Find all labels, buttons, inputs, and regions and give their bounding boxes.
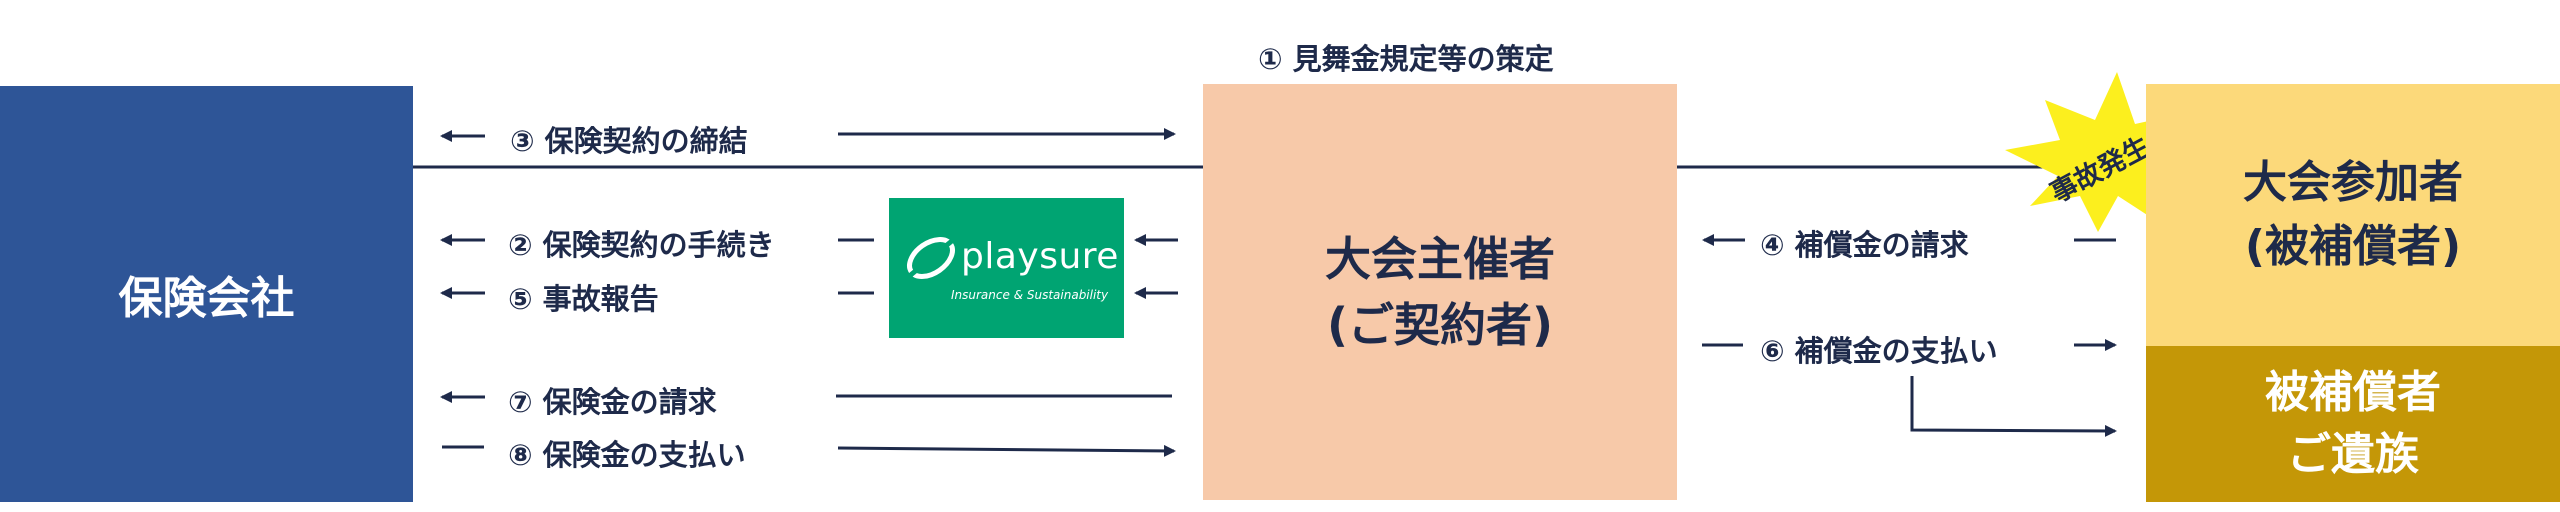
step-1-label: ① 見舞金規定等の策定 — [1258, 42, 1554, 76]
family-label: 被補償者 — [2265, 367, 2441, 418]
logo-tagline: Insurance & Sustainability — [951, 288, 1109, 302]
participant-box: 大会参加者 (被補償者) — [2146, 84, 2560, 346]
insurer-label: 保険会社 — [118, 273, 295, 324]
family-sublabel: ご遺族 — [2287, 429, 2419, 480]
step-8-label: ⑧ 保険金の支払い — [508, 438, 746, 472]
step-3-label: ③ 保険契約の締結 — [510, 124, 748, 158]
step-5-label: ⑤ 事故報告 — [508, 282, 659, 316]
arrow-6-to-family — [1910, 376, 2117, 437]
insurer-box: 保険会社 — [0, 86, 413, 502]
family-box: 被補償者 ご遺族 — [2146, 346, 2560, 502]
step-7-label: ⑦ 保険金の請求 — [508, 385, 717, 419]
organizer-label: 大会主催者 — [1325, 232, 1555, 286]
step-4-label: ④ 補償金の請求 — [1760, 228, 1969, 262]
step-2-label: ② 保険契約の手続き — [508, 228, 775, 262]
arrow-8-right — [837, 444, 1176, 457]
participant-sublabel: (被補償者) — [2244, 221, 2462, 272]
step-6-label: ⑥ 補償金の支払い — [1760, 334, 1998, 368]
logo-brand: playsure — [961, 236, 1119, 277]
organizer-sublabel: (ご契約者) — [1326, 298, 1554, 352]
playsure-swoosh-icon — [905, 237, 955, 280]
participant-label: 大会参加者 — [2243, 157, 2463, 208]
playsure-logo: playsure Insurance & Sustainability — [889, 198, 1124, 338]
organizer-box: 大会主催者 (ご契約者) — [1203, 84, 1677, 500]
